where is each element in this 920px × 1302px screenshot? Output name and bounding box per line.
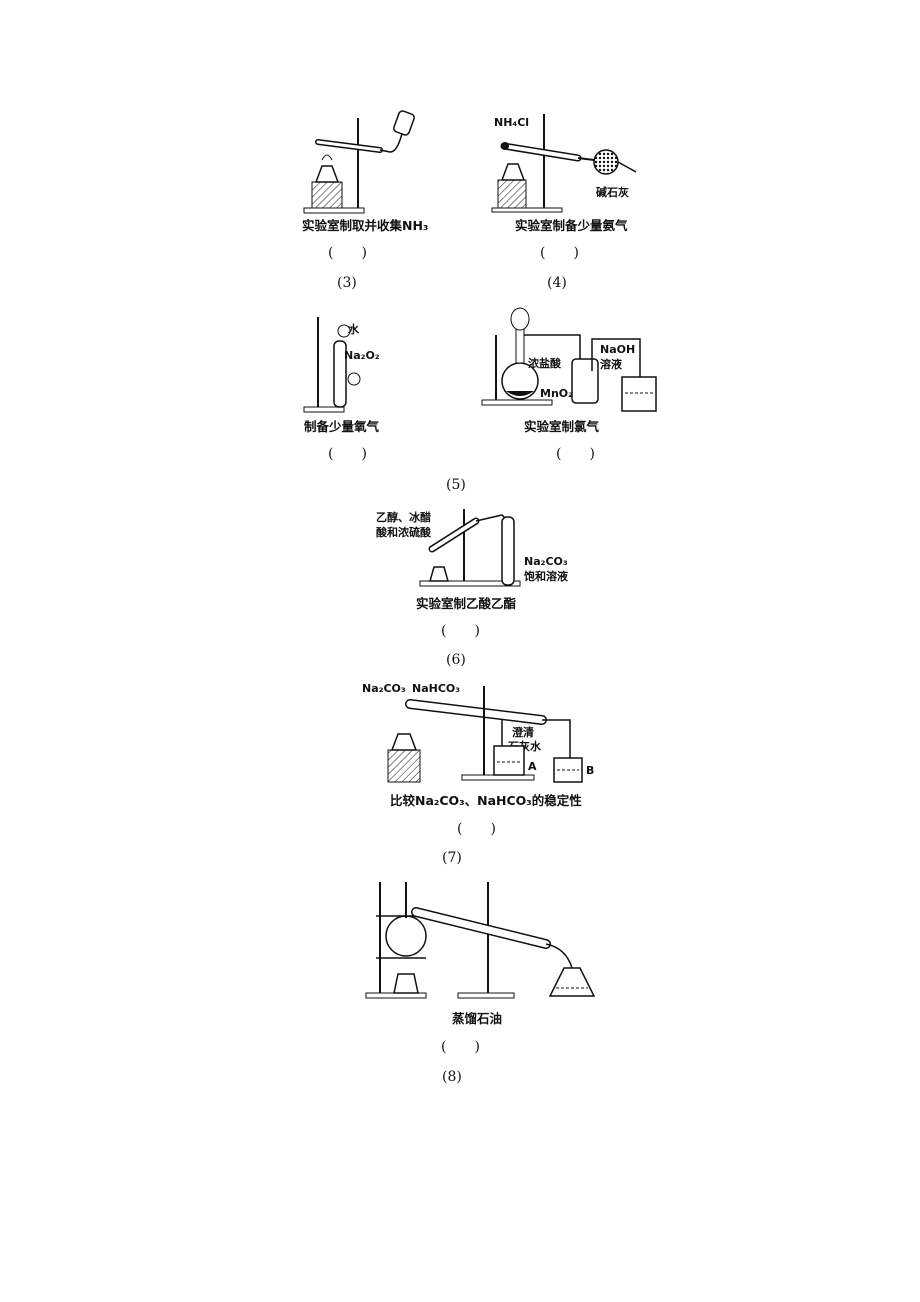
answer-blank-6[interactable]: ( ) [441,623,480,639]
naoh-label: NaOH [600,343,635,356]
answer-blank-5a[interactable]: ( ) [328,446,367,462]
answer-blank-3[interactable]: ( ) [328,245,367,261]
answer-blank-4[interactable]: ( ) [540,245,579,261]
figure-5a-apparatus: 水 Na₂O₂ [300,315,400,415]
item-number-4: (4) [547,275,567,291]
beaker-a-label: A [528,760,537,773]
water-label: 水 [348,322,360,336]
figure-5b-apparatus: 浓盐酸 MnO₂ NaOH 溶液 [480,305,670,415]
lime-label: 碱石灰 [596,185,629,199]
answer-blank-5b[interactable]: ( ) [556,446,595,462]
nh4cl-label: NH₄Cl [494,116,529,129]
na2o2-label: Na₂O₂ [344,349,380,362]
figure-4-apparatus: NH₄Cl 碱石灰 [490,112,650,213]
item-number-7: (7) [442,850,462,866]
caption-7: 比较Na₂CO₃、NaHCO₃的稳定性 [390,793,582,808]
item-number-3: (3) [337,275,357,291]
item-number-5: (5) [446,477,466,493]
figure-8-apparatus [365,878,596,1003]
caption-5a: 制备少量氧气 [304,419,380,434]
item-number-6: (6) [446,652,466,668]
caption-8: 蒸馏石油 [452,1011,503,1026]
figure-3-apparatus [300,110,430,215]
caption-6: 实验室制乙酸乙酯 [416,596,517,611]
answer-blank-7[interactable]: ( ) [457,821,496,837]
reagent-label-1: 乙醇、冰醋 [376,510,431,524]
limewater-label-1: 澄清 [512,725,534,739]
mno2-label: MnO₂ [540,387,573,400]
nahco3-label: NaHCO₃ [412,682,460,695]
caption-4: 实验室制备少量氨气 [515,218,628,233]
saturated-solution-label: 饱和溶液 [524,569,569,583]
figure-6-apparatus: 乙醇、冰醋 酸和浓硫酸 Na₂CO₃ 饱和溶液 [372,505,582,595]
item-number-8: (8) [442,1069,462,1085]
caption-3: 实验室制取并收集NH₃ [302,218,429,233]
figure-7-apparatus: Na₂CO₃ NaHCO₃ 澄清 石灰水 A B [362,680,602,785]
hcl-label: 浓盐酸 [528,356,562,370]
caption-5b: 实验室制氯气 [524,419,600,434]
na2co3-label-7: Na₂CO₃ [362,682,406,695]
answer-blank-8[interactable]: ( ) [441,1039,480,1055]
na2co3-label-6: Na₂CO₃ [524,555,568,568]
naoh-solution-label: 溶液 [600,357,623,371]
beaker-b-label: B [586,764,594,777]
reagent-label-2: 酸和浓硫酸 [376,525,432,539]
